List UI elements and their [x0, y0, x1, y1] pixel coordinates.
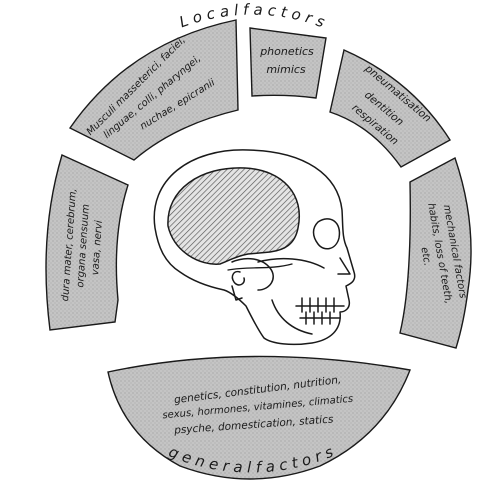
header-local-factors: L o c a l f a c t o r s [177, 1, 327, 32]
skull-orbit [314, 219, 340, 249]
cranial-cavity [168, 168, 299, 264]
skull-teeth-upper [296, 298, 344, 312]
skull-nasal [338, 258, 350, 274]
phonetics-line-2: mimics [266, 63, 306, 76]
skull-ear [232, 272, 244, 285]
skull-nerve [228, 264, 292, 270]
skull-teeth-lower [300, 312, 340, 324]
skull-illustration [154, 150, 354, 344]
phonetics-line-1: phonetics [259, 45, 314, 58]
local-factors-heading: L o c a l f a c t o r s [177, 1, 327, 32]
